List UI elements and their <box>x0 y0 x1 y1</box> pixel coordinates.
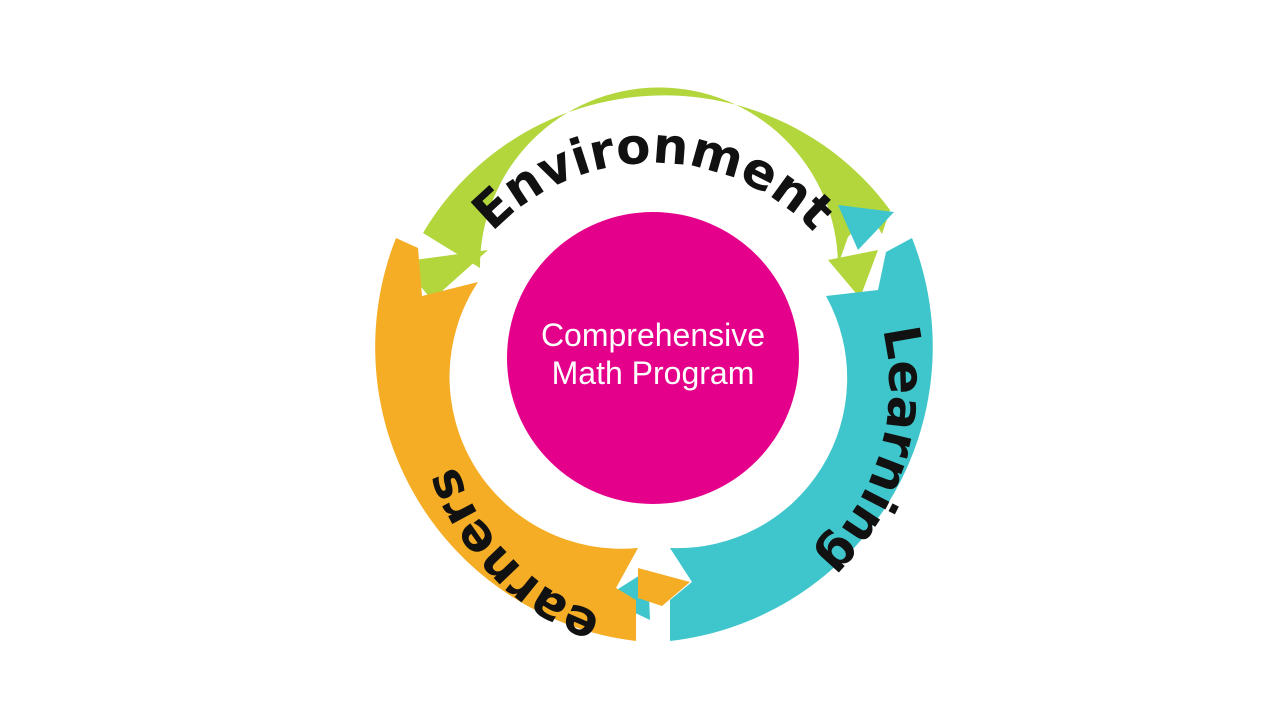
arrowhead-learners-right-icon <box>638 568 690 606</box>
segment-environment <box>400 87 890 300</box>
arrowhead-learning-top-icon <box>838 205 894 250</box>
center-title-line-1: Comprehensive <box>541 317 765 353</box>
arrowhead-environment-right-icon <box>828 250 878 298</box>
segment-learners <box>375 238 690 641</box>
arrowhead-environment-left-icon <box>400 250 488 300</box>
center-circle <box>507 212 799 504</box>
center-title-line-2: Math Program <box>552 355 755 391</box>
segment-environment-band <box>423 87 890 269</box>
segment-learning-band <box>670 238 933 641</box>
segment-learners-band <box>375 238 638 641</box>
